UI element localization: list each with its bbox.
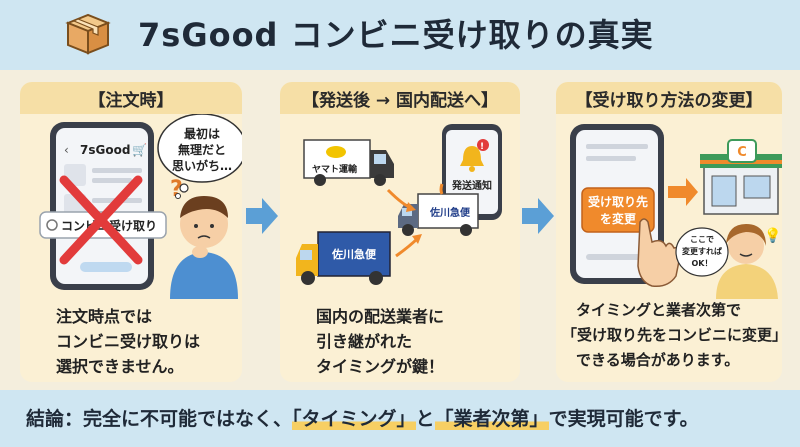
change-illustration: 受け取り先 を変更 C 💡 ここで 変更すれば OK！ (570, 124, 782, 299)
bubble-line-2: 無理だと (178, 142, 226, 157)
smiling-woman-icon (716, 224, 778, 299)
sagawa-truck-icon: 佐川急便 (398, 193, 479, 236)
phone-app-name: 7sGood (80, 143, 130, 157)
caption-line: 「受け取り先をコンビニに変更」 (562, 326, 788, 344)
caption-line: コンビニ受け取りは (56, 332, 201, 351)
caption-line: できる場合があります。 (576, 351, 740, 369)
sagawa-truck-large-icon: 佐川急便 (296, 231, 391, 285)
yamato-truck-icon: ヤマト運輸 (303, 139, 394, 186)
svg-text:!: ! (480, 142, 484, 152)
speech-bubble: 最初は 無理だと 思いがち… (157, 114, 242, 199)
caption-line: 引き継がれた (316, 332, 413, 351)
conclusion-prefix: 結論：完全に不可能ではなく、 (26, 408, 293, 430)
change-button-line-2: を変更 (600, 211, 637, 226)
svg-text:C: C (737, 145, 747, 160)
conclusion-middle: と (415, 408, 435, 430)
truck-label-sagawa-2: 佐川急便 (331, 247, 377, 261)
panel-shipping-heading: 【発送後 → 国内配送へ】 (280, 82, 520, 114)
caption-line: 国内の配送業者に (316, 307, 445, 326)
panel-change-heading: 【受け取り方法の変更】 (556, 82, 782, 114)
tapping-hand-icon (637, 218, 681, 288)
header-band (0, 0, 800, 70)
cart-icon: 🛒 (132, 143, 147, 157)
panel-order-heading: 【注文時】 (20, 82, 242, 114)
panel-change-caption: タイミングと業者次第で 「受け取り先をコンビニに変更」 できる場合があります。 (562, 298, 787, 373)
radio-icon (46, 219, 58, 231)
change-destination-button (581, 187, 655, 233)
conclusion-suffix: で実現可能です。 (548, 408, 699, 430)
caption-line: タイミングが鍵！ (316, 357, 445, 376)
page-title: 7sGood コンビニ受け取りの真実 (138, 16, 654, 54)
convenience-store-icon: C (700, 139, 782, 215)
shipping-illustration: ヤマト運輸 ! 発送通知 佐川急便 佐川急便 (296, 124, 502, 285)
change-button-line-1: 受け取り先 (588, 194, 648, 209)
ok-bubble-line-3: OK！ (692, 259, 713, 268)
panel-shipping-caption: 国内の配送業者に 引き継がれた タイミングが鍵！ (316, 304, 444, 379)
bubble-line-3: 思いがち… (172, 158, 232, 173)
highlight-timing: 「タイミング」 (292, 408, 416, 430)
caption-line: 選択できません。 (56, 357, 184, 376)
order-illustration: 7sGood ‹ 🛒 コンビニ受け取り ? 最初は 無理だと 思いがち… (39, 114, 242, 299)
ok-bubble-line-2: 変更すれば (682, 246, 722, 256)
flow-arrow-icon (395, 236, 420, 258)
truck-label-yamato: ヤマト運輸 (312, 163, 358, 175)
svg-text:‹: ‹ (64, 143, 69, 157)
notification-label: 発送通知 (451, 179, 492, 192)
caption-line: タイミングと業者次第で (576, 301, 742, 319)
ok-bubble-line-1: ここで (690, 235, 714, 244)
truck-label-sagawa-1: 佐川急便 (429, 206, 471, 219)
bubble-line-1: 最初は (184, 126, 220, 141)
arrow-right-icon (522, 198, 554, 234)
caption-line: 注文時点では (56, 307, 153, 326)
flow-arrow-icon (439, 183, 444, 195)
arrow-right-icon (246, 198, 278, 234)
package-box-icon (65, 13, 111, 55)
conclusion-text: 結論：完全に不可能ではなく、「タイミング」と「業者次第」で実現可能です。 (26, 404, 699, 431)
ok-bubble: ここで 変更すれば OK！ (675, 227, 729, 277)
lightbulb-icon: 💡 (764, 227, 781, 244)
arrow-right-icon (668, 178, 698, 206)
highlight-carrier: 「業者次第」 (434, 408, 549, 430)
thinking-person-icon (170, 196, 238, 299)
phone-illustration: 7sGood ‹ 🛒 (50, 122, 154, 290)
panel-order-caption: 注文時点では コンビニ受け取りは 選択できません。 (56, 304, 200, 379)
cross-out-icon (59, 175, 143, 265)
